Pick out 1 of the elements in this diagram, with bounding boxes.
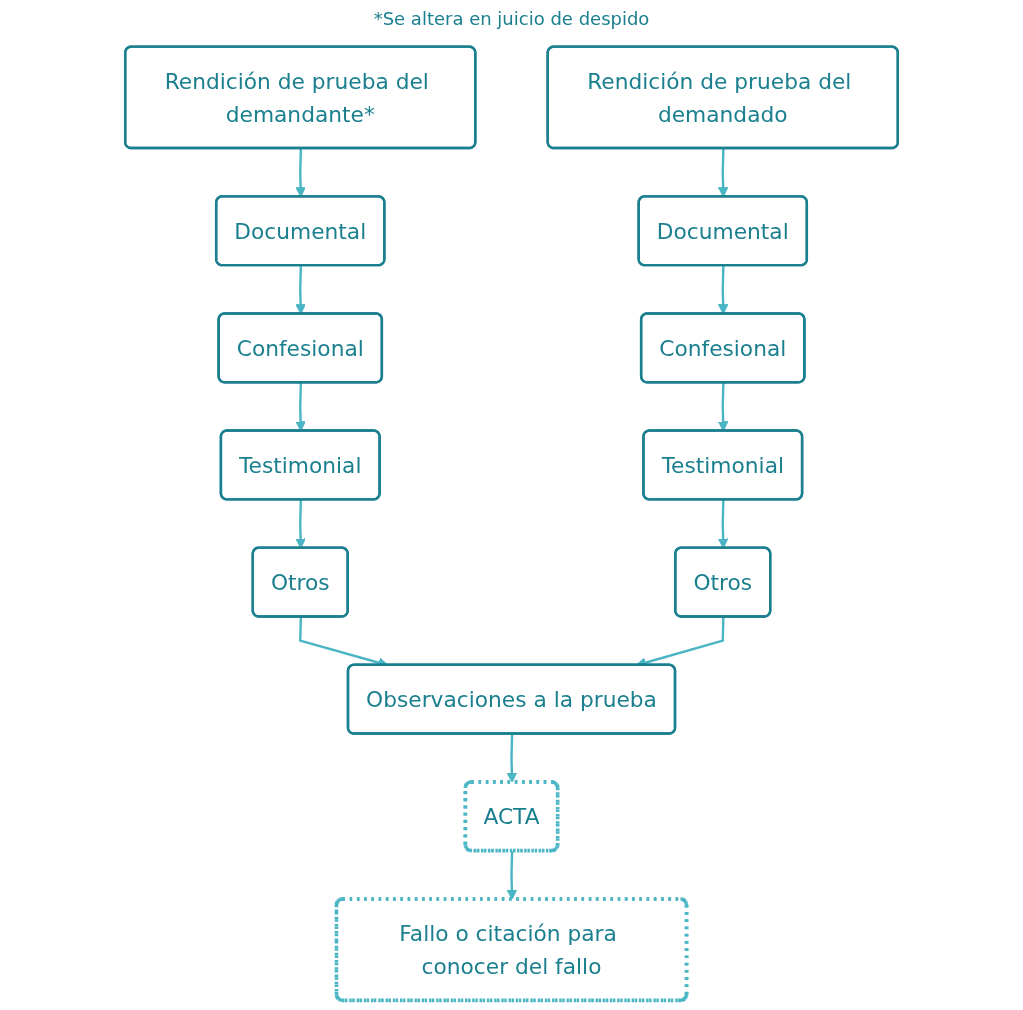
footnote: *Se altera en juicio de despido <box>373 8 650 29</box>
